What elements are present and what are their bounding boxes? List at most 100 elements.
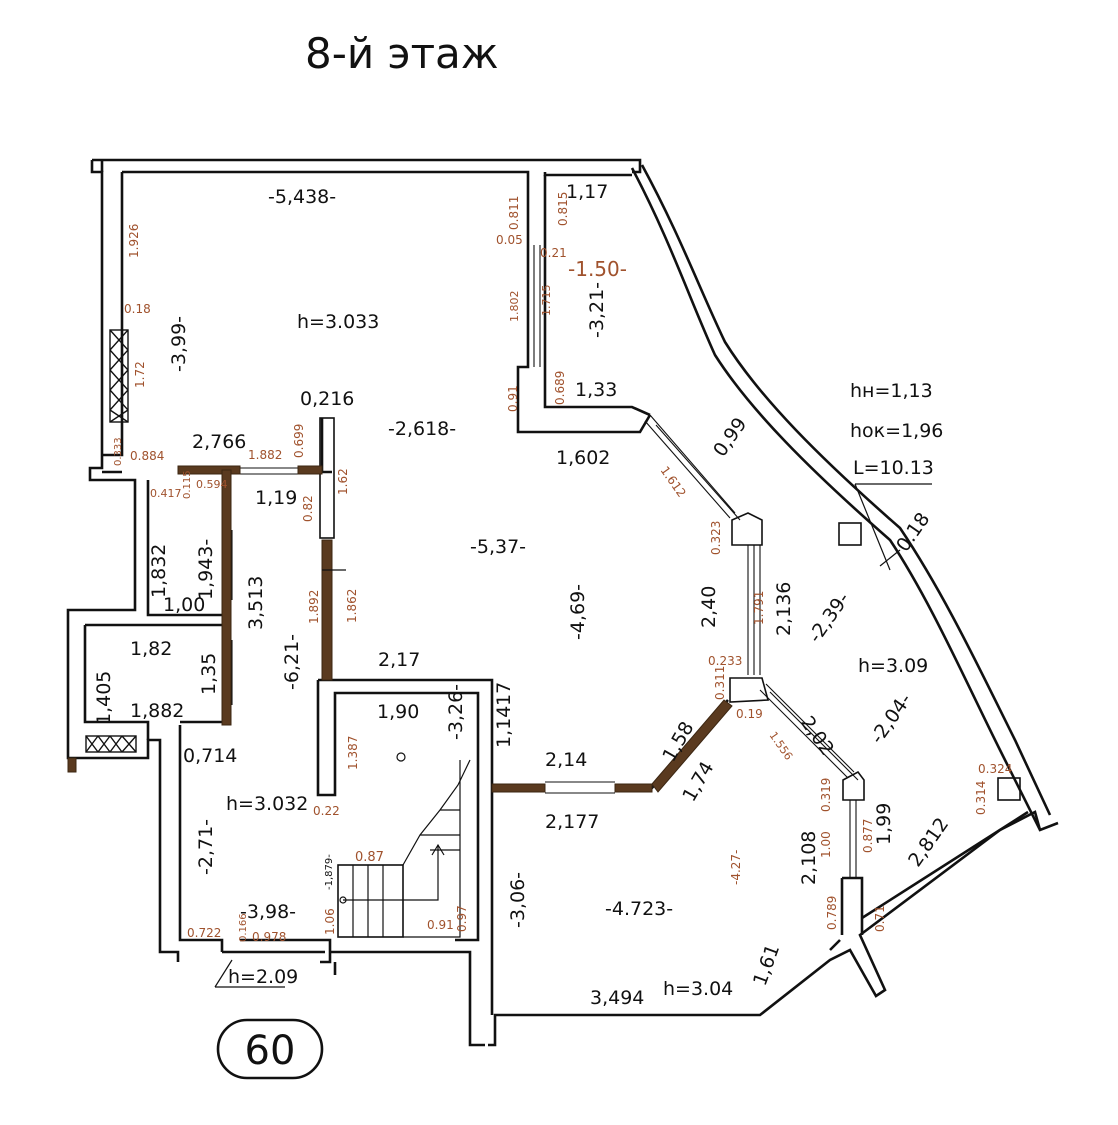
dimension-label: hн=1,13 — [850, 380, 933, 402]
dimension-label: 2,17 — [378, 649, 420, 671]
dimension-label: -4.723- — [605, 898, 673, 920]
dimension-label: 0.18 — [892, 509, 934, 556]
dimension-label: 0.884 — [130, 449, 164, 463]
dimension-label: 0.87 — [355, 850, 384, 865]
dimension-label: 1,61 — [749, 941, 784, 988]
dimension-label: 0.811 — [507, 196, 521, 230]
dimension-label: 0.71 — [873, 905, 887, 932]
dimension-label: 1.715 — [540, 285, 553, 317]
dimension-label: 1,14 — [493, 706, 515, 748]
dimension-label: 0,216 — [300, 388, 354, 410]
dimension-label: -3,26- — [445, 684, 467, 740]
dimension-label: 0.417 — [150, 487, 182, 500]
dimension-label: 3,513 — [245, 576, 267, 630]
dimension-label: 3,494 — [590, 987, 644, 1009]
dimension-label: 0.699 — [292, 424, 306, 458]
floor-title: 8-й этаж — [305, 29, 499, 78]
dimension-label: -5,37- — [470, 536, 526, 558]
dimension-label: -1,879- — [324, 854, 335, 890]
dimension-label: 0.82 — [301, 495, 315, 522]
dimension-label: h=3.09 — [858, 655, 928, 677]
dimension-label: 1,19 — [255, 487, 297, 509]
dimension-label: 1.802 — [508, 291, 521, 323]
dimension-label: 0.22 — [313, 804, 340, 818]
dimension-label: 1,90 — [377, 701, 419, 723]
dimension-label: 1.926 — [127, 224, 141, 258]
dimension-label: -4.27- — [729, 850, 743, 885]
dimension-label: 2,812 — [904, 814, 953, 871]
staircase — [337, 759, 471, 938]
dimension-label: -5,438- — [268, 186, 336, 208]
dimension-label: 0.594 — [196, 478, 228, 491]
dimension-label: 1,82 — [130, 638, 172, 660]
dimension-label: 0.877 — [861, 819, 875, 853]
dimension-label: 1.882 — [248, 448, 282, 462]
dimension-label: 1,405 — [93, 671, 115, 725]
dimension-label: 0,714 — [183, 745, 237, 767]
dimension-label: 0.115 — [182, 470, 193, 499]
annotation-lines — [214, 483, 932, 988]
dimension-label: 1,33 — [575, 379, 617, 401]
plan-number-badge: 60 — [216, 1018, 324, 1080]
dimension-label: 2,108 — [798, 831, 820, 885]
dimension-label: 0.91 — [506, 385, 520, 412]
dimension-label: 1,74 — [678, 758, 718, 806]
dimension-label: -3,06- — [507, 872, 529, 928]
dimension-label: h=3.033 — [297, 311, 379, 333]
dimension-label: -2,618- — [388, 418, 456, 440]
dimension-label: -3,98- — [240, 901, 296, 923]
dimension-label: 1,35 — [198, 653, 220, 695]
dimension-label: h=3.032 — [226, 793, 308, 815]
dimension-label: -2,71- — [195, 819, 217, 875]
dimension-label: 0.91 — [427, 918, 454, 932]
plan-number: 60 — [245, 1028, 296, 1074]
dimension-label: 0.815 — [556, 192, 570, 226]
dimension-label: 1.791 — [752, 591, 766, 625]
dimension-label: 0,99 — [709, 414, 751, 461]
dimension-label: 0.324 — [978, 762, 1012, 776]
dimension-label: 0.722 — [187, 926, 221, 940]
dimension-label: 0.333 — [113, 437, 124, 466]
dimension-label: 0.978 — [252, 930, 286, 944]
dimension-label: 2,14 — [545, 749, 587, 771]
dimension-label: h=3.04 — [663, 978, 733, 1000]
dimension-label: 0.789 — [825, 896, 839, 930]
dimension-label: 1.892 — [307, 590, 321, 624]
dimension-label: 17 — [493, 682, 515, 706]
dimension-label: 2,766 — [192, 431, 246, 453]
dimension-label: 0.314 — [974, 781, 988, 815]
dimension-label: 1.62 — [336, 468, 350, 495]
dimension-label: 2,02 — [796, 712, 838, 759]
dimension-label: 1,882 — [130, 700, 184, 722]
dimension-label: 2,136 — [773, 582, 795, 636]
dimension-label: -6,21- — [281, 634, 303, 690]
dimension-label: 0.311 — [713, 666, 727, 700]
dimension-label: 0.05 — [496, 233, 523, 247]
dimension-label: 1,99 — [873, 803, 895, 845]
dimension-label: -3,21- — [586, 282, 608, 338]
dimension-label: 0.233 — [708, 654, 742, 668]
dimension-label: 0.21 — [540, 246, 567, 260]
dimension-label: 1,602 — [556, 447, 610, 469]
dimension-label: 0.19 — [736, 707, 763, 721]
dimension-label: 0.323 — [709, 521, 723, 555]
dimension-label: -2,39- — [804, 588, 854, 647]
dimension-label: -4,69- — [567, 584, 589, 640]
dimension-label: 1,832 — [148, 544, 170, 598]
dimension-label: 1.72 — [133, 361, 147, 388]
dimension-label: 1.556 — [767, 729, 796, 762]
dimension-label: 1.00 — [819, 831, 833, 858]
walls — [66, 158, 1059, 1047]
dimension-label: 0.18 — [124, 302, 151, 316]
dimension-label: 1.612 — [658, 464, 689, 500]
dimension-label: 1.06 — [323, 908, 337, 935]
dimension-label: h=2.09 — [228, 966, 298, 988]
dimension-label: 1.387 — [346, 736, 360, 770]
brick-partitions — [67, 465, 733, 793]
dimension-label: 0.689 — [553, 371, 567, 405]
dimension-label: 1,00 — [163, 594, 205, 616]
dimension-label: 0.97 — [455, 905, 469, 932]
dimension-label: 2,177 — [545, 811, 599, 833]
